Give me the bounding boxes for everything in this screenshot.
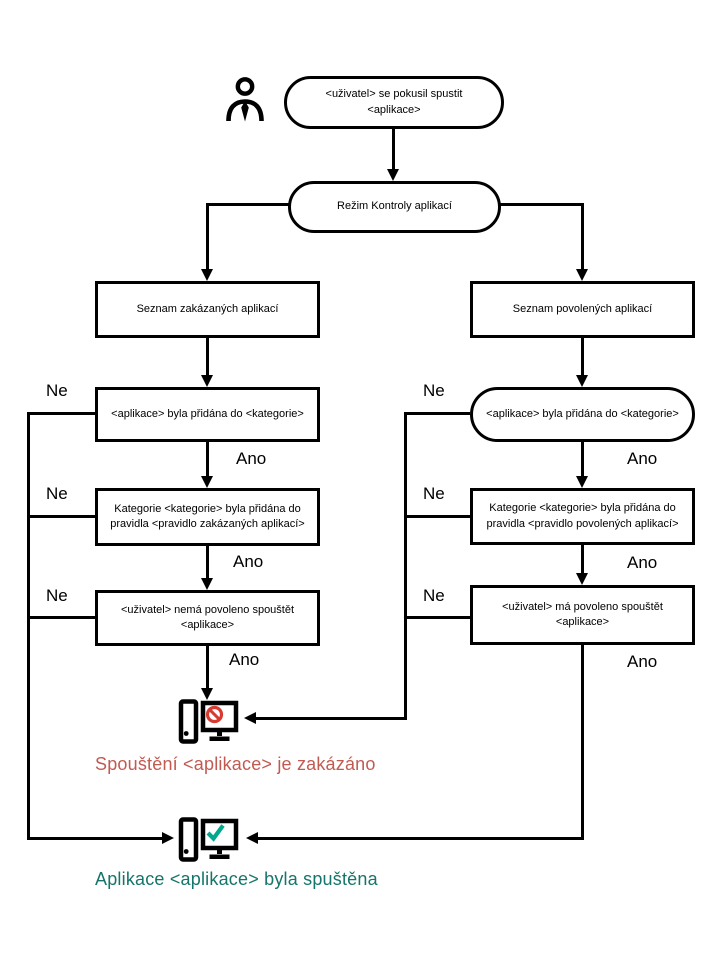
label-ne-deny-category: Ne — [46, 381, 68, 400]
user-icon — [226, 77, 264, 128]
node-denylist: Seznam zakázaných aplikací — [95, 281, 320, 338]
arrowhead-down-icon — [201, 476, 213, 488]
outcome-blocked-text: Spouštění <aplikace> je zakázáno — [95, 754, 376, 774]
connector-line — [27, 412, 95, 415]
connector-line — [206, 203, 291, 206]
node-user-not-allowed-check: <uživatel> nemá povoleno spouštět <aplik… — [95, 590, 320, 646]
connector-line — [404, 616, 470, 619]
label-ne-deny-rule: Ne — [46, 484, 68, 503]
connector-line — [27, 515, 95, 518]
connector-line — [206, 546, 209, 578]
computer-blocked-icon — [178, 699, 240, 752]
node-allow-category-check: <aplikace> byla přidána do <kategorie> — [470, 387, 695, 442]
connector-line — [404, 515, 470, 518]
connector-line — [581, 545, 584, 573]
node-app-control-mode: Režim Kontroly aplikací — [288, 181, 501, 233]
arrowhead-down-icon — [201, 375, 213, 387]
arrowhead-down-icon — [201, 688, 213, 700]
user-icon-glyph — [226, 77, 264, 122]
connector-line — [581, 442, 584, 476]
computer-allowed-glyph — [178, 817, 239, 862]
node-start: <uživatel> se pokusil spustit <aplikace> — [284, 76, 504, 129]
node-user-allowed-check: <uživatel> má povoleno spouštět <aplikac… — [470, 585, 695, 645]
label-ne-allow-rule: Ne — [423, 484, 445, 503]
node-deny-rule-check: Kategorie <kategorie> byla přidána do pr… — [95, 488, 320, 546]
node-allow-rule-check: Kategorie <kategorie> byla přidána do pr… — [470, 488, 695, 545]
connector-line — [206, 646, 209, 688]
computer-allowed-icon — [178, 817, 240, 870]
connector-line — [258, 837, 584, 840]
arrowhead-down-icon — [576, 573, 588, 585]
connector-line — [27, 837, 162, 840]
arrowhead-down-icon — [201, 578, 213, 590]
connector-line — [27, 616, 95, 619]
connector-line — [206, 442, 209, 476]
arrowhead-down-icon — [576, 476, 588, 488]
outcome-started-text: Aplikace <aplikace> byla spuštěna — [95, 869, 378, 889]
connector-line — [581, 645, 584, 840]
arrowhead-right-icon — [162, 832, 174, 844]
label-ne-deny-user: Ne — [46, 586, 68, 605]
node-deny-category-check: <aplikace> byla přidána do <kategorie> — [95, 387, 320, 442]
connector-line — [256, 717, 407, 720]
connector-line — [404, 412, 470, 415]
label-ano-allow-category: Ano — [627, 449, 658, 468]
label-ano-allow-user: Ano — [627, 652, 658, 671]
connector-line — [581, 203, 584, 269]
arrowhead-down-icon — [387, 169, 399, 181]
connector-line — [581, 338, 584, 376]
connector-line — [206, 203, 209, 269]
connector-line — [27, 412, 30, 840]
computer-blocked-glyph — [178, 699, 239, 744]
arrowhead-down-icon — [576, 375, 588, 387]
label-ano-deny-user: Ano — [229, 650, 260, 669]
connector-line — [404, 412, 407, 720]
arrowhead-left-icon — [246, 832, 258, 844]
label-ne-allow-user: Ne — [423, 586, 445, 605]
connector-line — [206, 338, 209, 376]
label-ne-allow-category: Ne — [423, 381, 445, 400]
label-ano-deny-rule: Ano — [233, 552, 264, 571]
label-ano-deny-category: Ano — [236, 449, 267, 468]
node-allowlist: Seznam povolených aplikací — [470, 281, 695, 338]
arrowhead-down-icon — [576, 269, 588, 281]
label-ano-allow-rule: Ano — [627, 553, 658, 572]
connector-line — [498, 203, 584, 206]
arrowhead-down-icon — [201, 269, 213, 281]
arrowhead-left-icon — [244, 712, 256, 724]
connector-line — [392, 129, 395, 169]
